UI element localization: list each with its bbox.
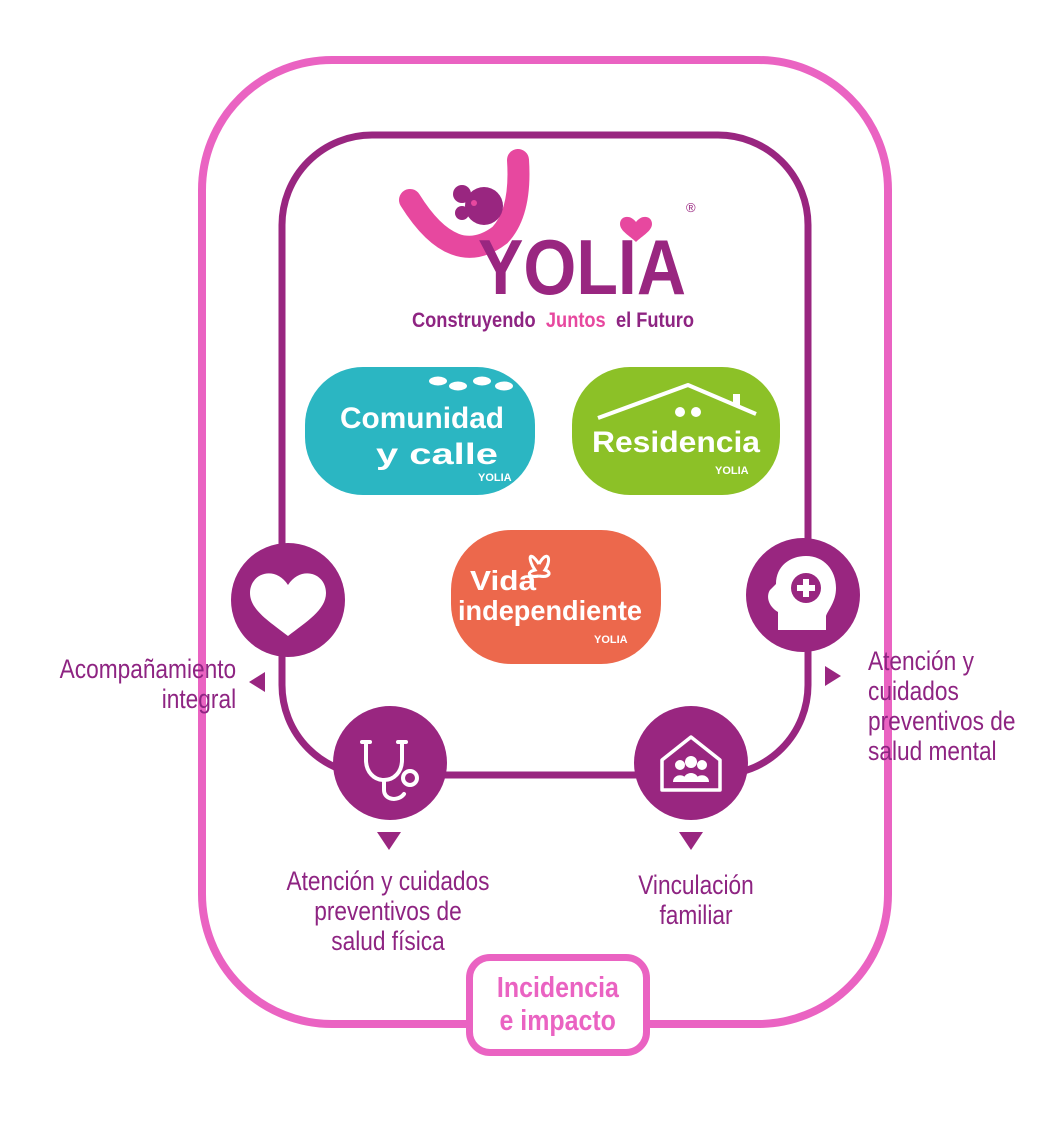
footprints-icon <box>429 376 513 391</box>
stethoscope-icon <box>360 740 419 801</box>
arrow-down-icon <box>377 832 401 850</box>
service-vinculacion-node <box>634 706 748 820</box>
service-label-vinculacion: Vinculación familiar <box>638 870 754 930</box>
impact-line1: Incidencia <box>497 972 619 1004</box>
service-label-acompanamiento: Acompañamiento integral <box>59 654 236 714</box>
arrow-left-icon <box>249 672 265 692</box>
impact-line2: e impacto <box>499 1005 617 1037</box>
program-comunidad-y-calle: Comunidad y calle YOLIA <box>305 367 535 495</box>
program-vida-independiente: Vida independiente YOLIA <box>451 530 661 664</box>
service-salud-mental-node <box>746 538 860 652</box>
children-faces-icon <box>675 407 701 417</box>
logo-heart-icon <box>620 216 652 242</box>
service-label-salud-mental: Atención y cuidados preventivos de salud… <box>868 646 1016 766</box>
impact-box: Incidencia e impacto <box>466 954 650 1056</box>
program-comunidad-line2: y calle <box>376 438 498 471</box>
logo-swoosh <box>399 149 530 258</box>
arrow-down-icon <box>679 832 703 850</box>
program-residencia-brand: YOLIA <box>715 465 749 477</box>
registered-mark: ® <box>686 200 696 215</box>
girl-face-icon <box>453 185 503 225</box>
program-residencia: Residencia YOLIA <box>572 367 780 495</box>
inner-frame <box>278 131 812 779</box>
logo-tagline: Construyendo Juntos el Futuro <box>412 309 694 332</box>
program-residencia-line1: Residencia <box>592 426 760 459</box>
program-vida-brand: YOLIA <box>594 634 628 646</box>
service-salud-fisica-node <box>333 706 447 820</box>
family-house-icon <box>660 735 722 792</box>
arrow-right-icon <box>825 666 841 686</box>
service-acompanamiento-node <box>231 543 345 657</box>
heart-icon <box>250 573 326 636</box>
butterfly-icon <box>527 554 551 578</box>
program-comunidad-line1: Comunidad <box>340 402 504 435</box>
yolia-logo: YOLIA ® Construyendo Juntos el Futuro <box>399 149 696 332</box>
program-vida-line2: independiente <box>458 595 642 626</box>
program-vida-line1: Vida <box>470 565 536 596</box>
service-label-salud-fisica: Atención y cuidados preventivos de salud… <box>286 866 490 956</box>
program-comunidad-brand: YOLIA <box>478 472 512 484</box>
logo-wordmark: YOLIA <box>478 223 686 311</box>
